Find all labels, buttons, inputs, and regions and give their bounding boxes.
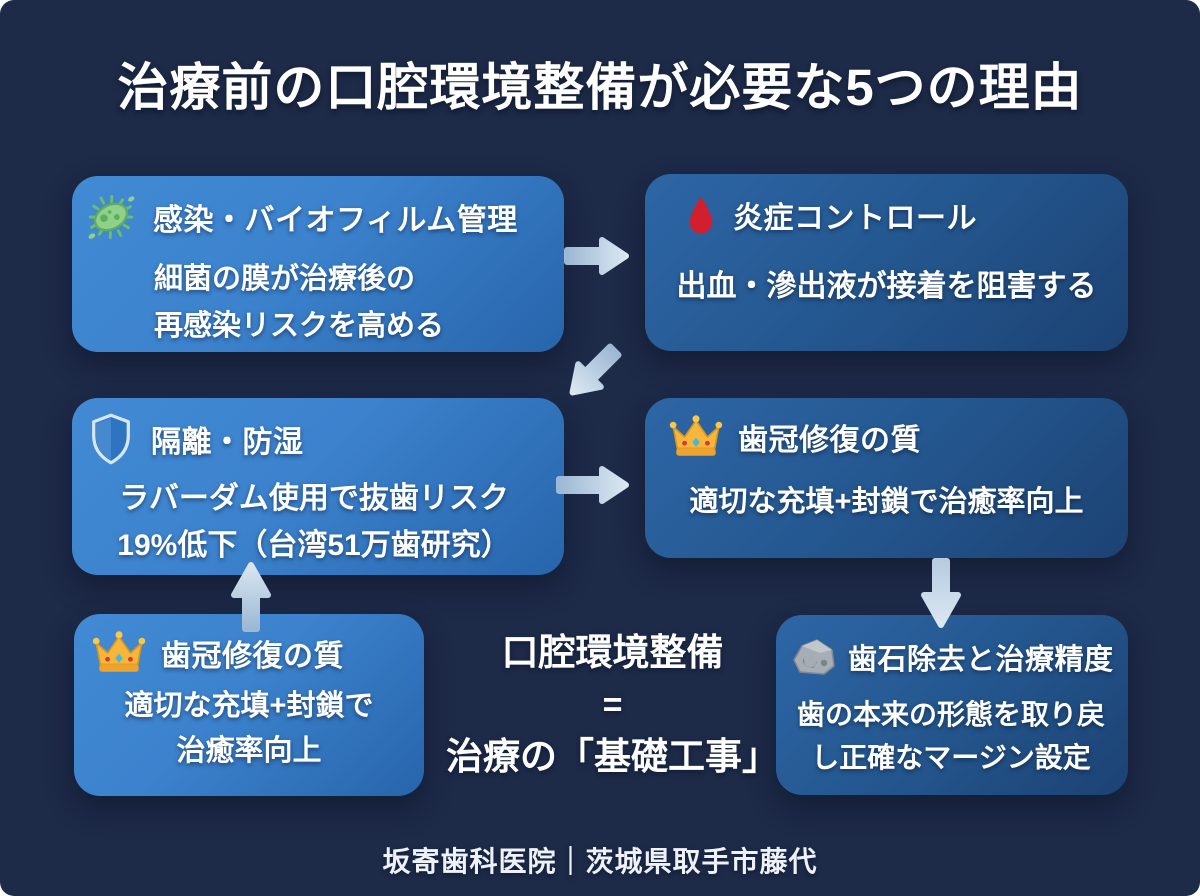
microbe-icon: [84, 190, 138, 244]
card-body-line: 適切な充填+封鎖で治癒率向上: [689, 486, 1084, 518]
arrow-infection-to-inflammation-icon: [560, 233, 632, 284]
card-calculus-precision: 歯石除去と治療精度 歯の本来の形態を取り戻 し正確なマージン設定: [776, 615, 1128, 795]
crown-icon: [669, 414, 723, 460]
card-header: 歯石除去と治療精度: [790, 635, 1114, 679]
card-body-line: 19%低下（台湾51万歯研究）: [117, 528, 511, 562]
card-infection-biofilm: 感染・バイオフィルム管理 細菌の膜が治療後の 再感染リスクを高める: [72, 176, 564, 352]
arrow-inflammation-to-isolation-icon: [549, 326, 636, 413]
page-title: 治療前の口腔環境整備が必要な5つの理由: [117, 59, 1083, 116]
card-header: 炎症コントロール: [669, 190, 1104, 240]
card-title: 隔離・防湿: [151, 426, 304, 459]
card-crown-quality-left: 歯冠修復の質 適切な充填+封鎖で 治癒率向上: [74, 614, 424, 796]
shield-icon: [86, 412, 136, 466]
card-body: ラバーダム使用で抜歯リスク 19%低下（台湾51万歯研究）: [86, 476, 542, 569]
card-body-line: ラバーダム使用で抜歯リスク: [119, 482, 509, 515]
card-body: 細菌の膜が治療後の 再感染リスクを高める: [84, 256, 542, 350]
blood-drop-icon: [687, 190, 715, 240]
rock-icon: [790, 635, 838, 679]
center-note-equals: =: [602, 686, 623, 724]
card-header: 隔離・防湿: [86, 412, 542, 466]
card-body: 出血・滲出液が接着を阻害する: [669, 266, 1104, 308]
card-inflammation-control: 炎症コントロール 出血・滲出液が接着を阻害する: [645, 174, 1128, 351]
card-title: 炎症コントロール: [733, 202, 977, 235]
card-body: 適切な充填+封鎖で治癒率向上: [669, 482, 1104, 523]
card-header: 歯冠修復の質: [669, 414, 1104, 460]
arrow-crown-to-isolation-icon: [227, 557, 275, 640]
card-isolation-moisture: 隔離・防湿 ラバーダム使用で抜歯リスク 19%低下（台湾51万歯研究）: [72, 398, 564, 575]
card-title: 歯冠修復の質: [738, 424, 921, 457]
card-body-line: 歯の本来の形態を取り戻: [796, 699, 1105, 730]
card-crown-quality-right: 歯冠修復の質 適切な充填+封鎖で治癒率向上: [645, 398, 1128, 558]
card-title: 歯石除去と治療精度: [848, 644, 1114, 676]
card-title: 歯冠修復の質: [161, 640, 344, 673]
center-note-bottom: 治療の「基礎工事」: [446, 736, 779, 777]
arrow-crown-to-calculus-icon: [917, 555, 965, 638]
center-note: 口腔環境整備 = 治療の「基礎工事」: [430, 634, 795, 776]
center-note-top: 口腔環境整備: [501, 632, 724, 673]
arrow-isolation-to-crown-icon: [552, 462, 632, 513]
card-body: 適切な充填+封鎖で 治癒率向上: [92, 684, 406, 774]
clinic-footer: 坂寄歯科医院｜茨城県取手市藤代: [382, 846, 818, 877]
card-header: 歯冠修復の質: [92, 630, 406, 676]
crown-icon: [92, 630, 146, 676]
card-body-line: し正確なマージン設定: [811, 742, 1091, 774]
card-body: 歯の本来の形態を取り戻 し正確なマージン設定: [790, 693, 1112, 780]
card-body-line: 再感染リスクを高める: [154, 309, 445, 342]
card-body-line: 治癒率向上: [176, 734, 322, 767]
card-body-line: 出血・滲出液が接着を阻害する: [676, 270, 1097, 303]
card-title: 感染・バイオフィルム管理: [153, 204, 518, 237]
card-header: 感染・バイオフィルム管理: [84, 190, 542, 244]
card-body-line: 細菌の膜が治療後の: [154, 263, 416, 295]
card-body-line: 適切な充填+封鎖で: [124, 690, 374, 722]
